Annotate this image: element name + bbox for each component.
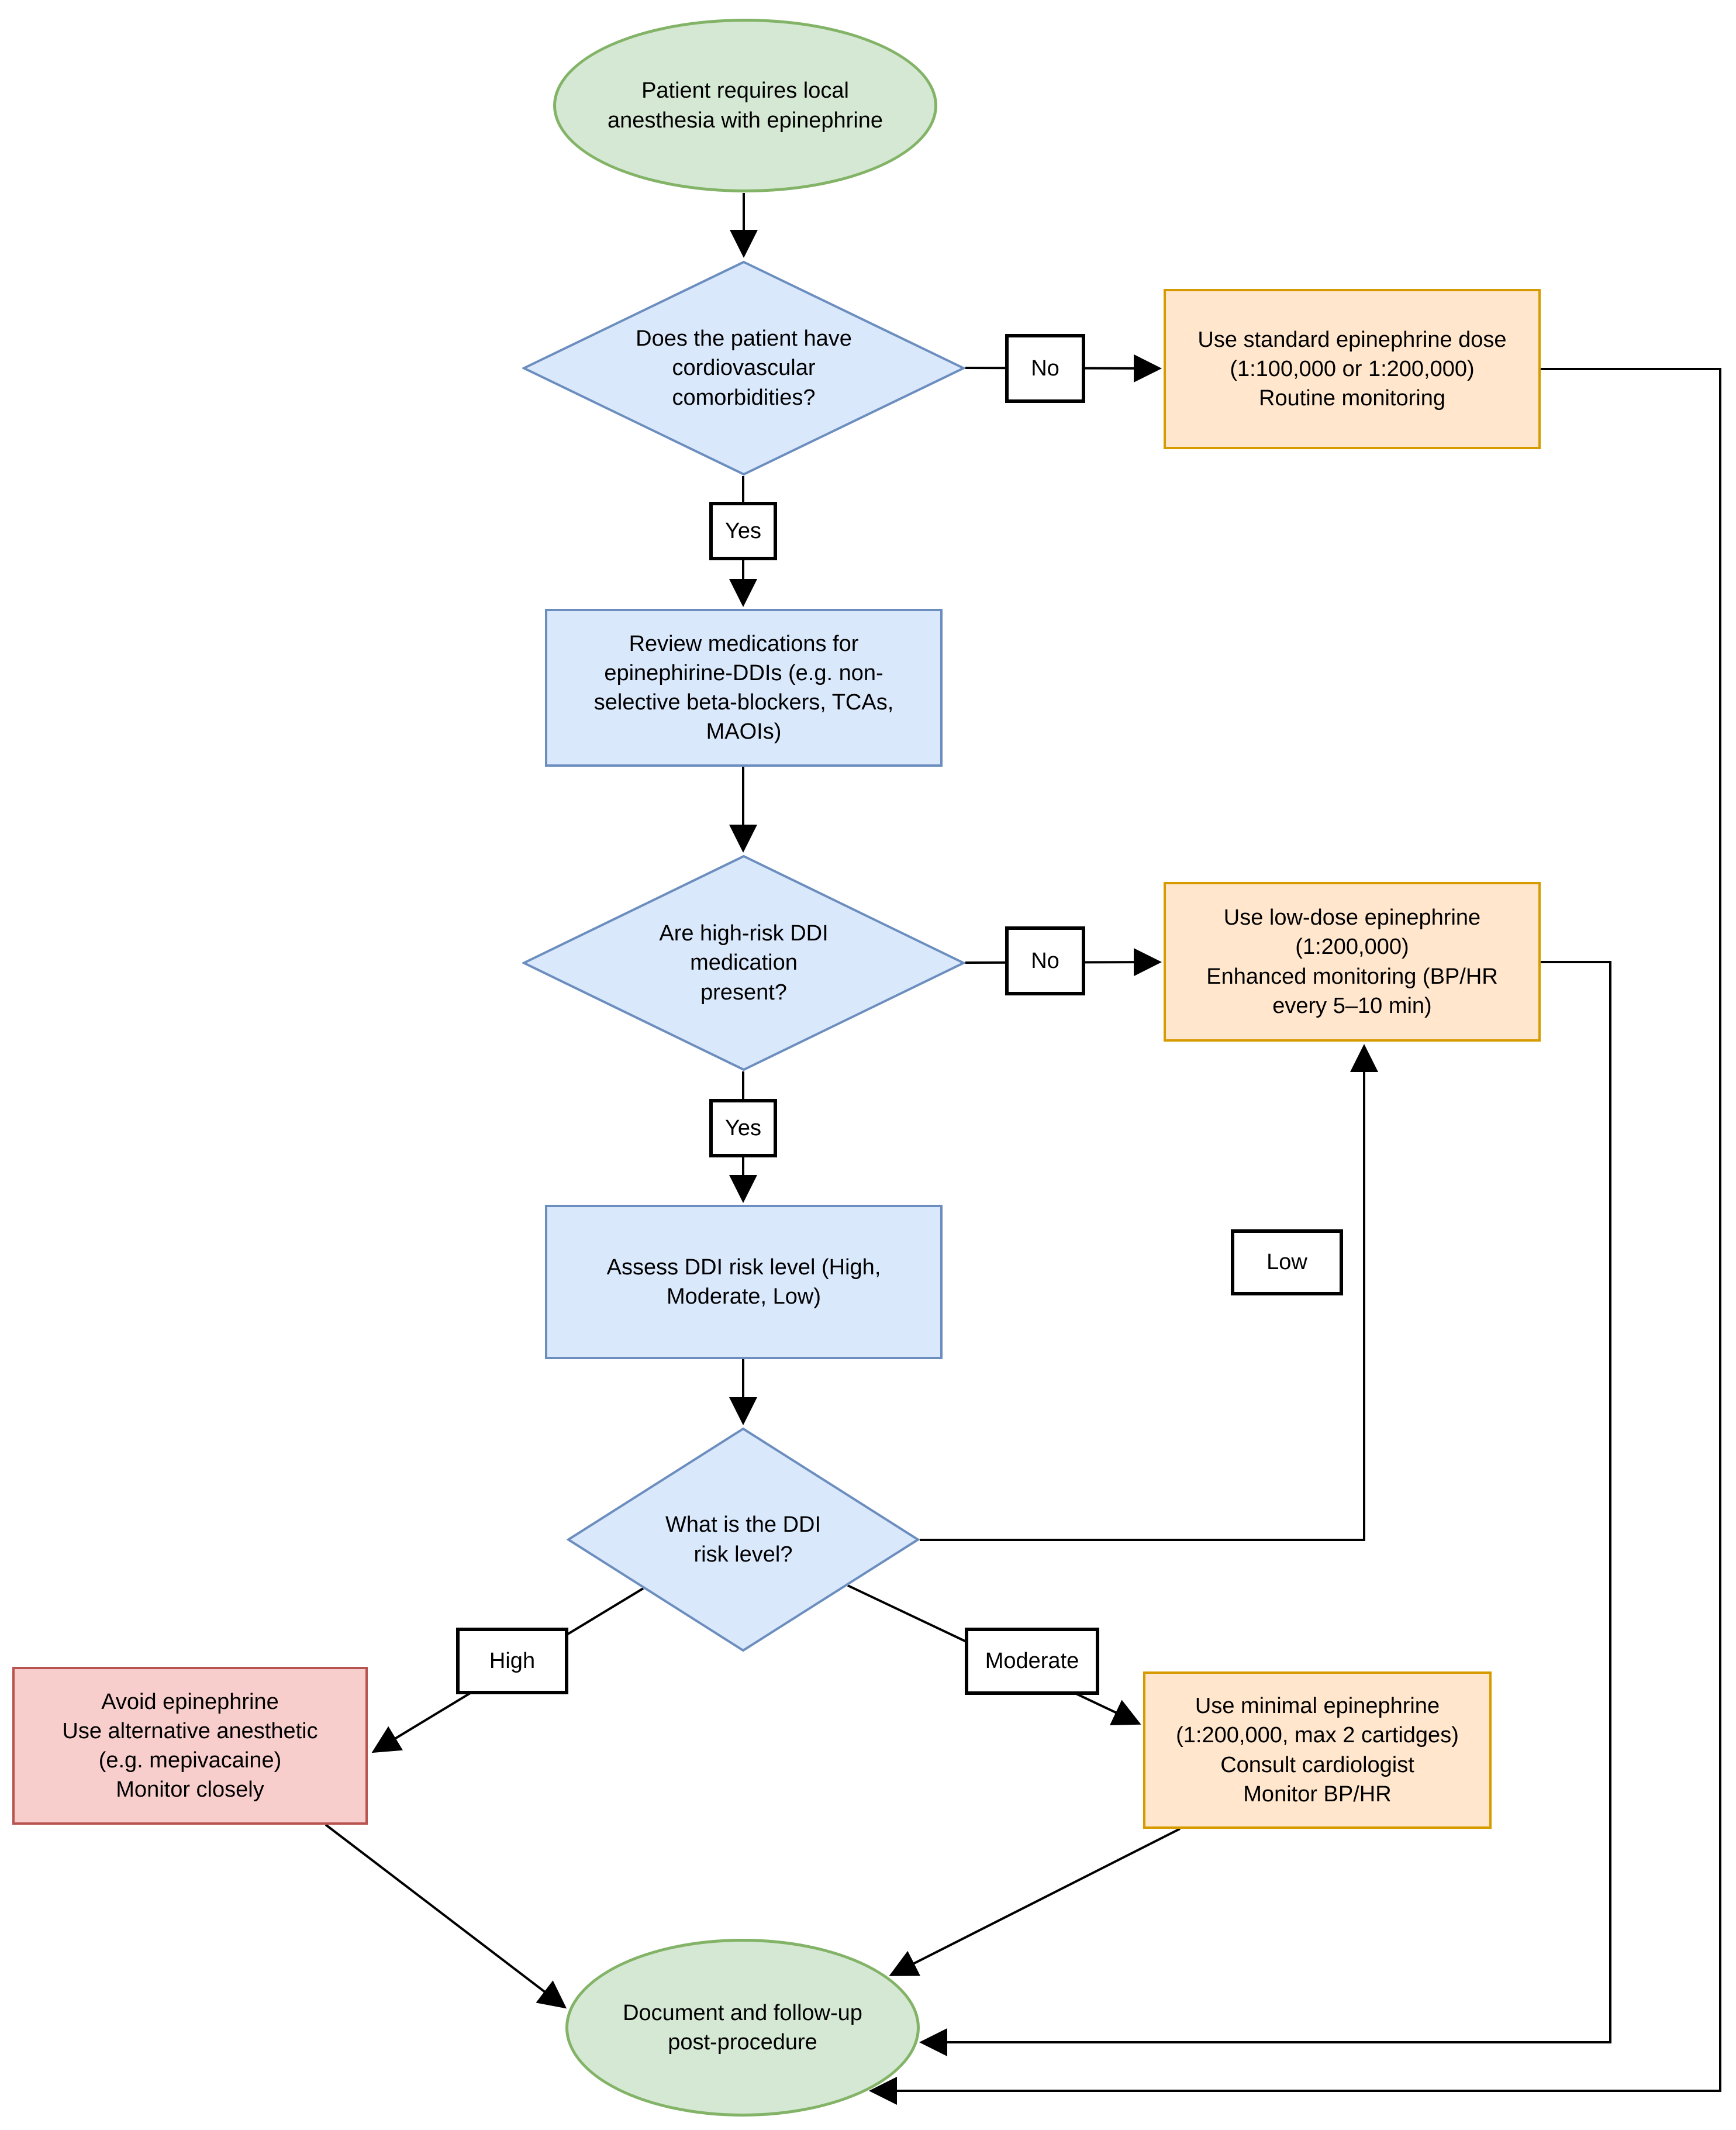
node-risk-level-decision-label: What is the DDI risk level? <box>665 1512 822 1567</box>
edge-label-no-1: No <box>1005 334 1085 403</box>
edge-lowdose-to-end <box>919 961 1611 2056</box>
node-assess-risk-label: Assess DDI risk level (High, Moderate, L… <box>606 1254 881 1309</box>
edge-standard-to-end <box>869 368 1721 2105</box>
node-standard-dose: Use standard epinephrine dose (1:100,000… <box>1164 289 1541 449</box>
node-risk-level-decision: What is the DDI risk level? <box>567 1427 920 1652</box>
edge-label-moderate: Moderate <box>965 1628 1099 1695</box>
edge-avoid-to-end <box>325 1824 567 2009</box>
edge-label-yes-1: Yes <box>709 502 777 560</box>
edge-label-yes-2: Yes <box>709 1099 777 1157</box>
node-ddi-present-decision-label: Are high-risk DDI medication present? <box>659 921 829 1005</box>
edge-label-high: High <box>456 1628 568 1694</box>
edge-risklevel-low-to-lowdose <box>920 1044 1378 1541</box>
edge-minimal-to-end <box>889 1828 1181 1976</box>
edge-label-low: Low <box>1231 1229 1343 1295</box>
node-low-dose-label: Use low-dose epinephrine (1:200,000) Enh… <box>1206 905 1498 1018</box>
node-avoid-epinephrine-label: Avoid epinephrine Use alternative anesth… <box>62 1689 318 1802</box>
node-avoid-epinephrine: Avoid epinephrine Use alternative anesth… <box>12 1667 368 1825</box>
node-review-meds: Review medications for epinephirine-DDIs… <box>545 609 943 767</box>
edge-label-no-2: No <box>1005 926 1085 995</box>
node-ddi-present-decision: Are high-risk DDI medication present? <box>522 854 965 1071</box>
diamond-shape <box>567 1427 920 1652</box>
node-end-label: Document and follow-up post-procedure <box>623 2000 862 2055</box>
node-review-meds-label: Review medications for epinephirine-DDIs… <box>593 631 894 745</box>
node-minimal-dose: Use minimal epinephrine (1:200,000, max … <box>1143 1671 1492 1829</box>
node-standard-dose-label: Use standard epinephrine dose (1:100,000… <box>1197 327 1507 411</box>
node-assess-risk: Assess DDI risk level (High, Moderate, L… <box>545 1205 943 1359</box>
node-low-dose: Use low-dose epinephrine (1:200,000) Enh… <box>1164 882 1541 1042</box>
node-cardio-decision: Does the patient have cordiovascular com… <box>522 260 965 476</box>
node-end: Document and follow-up post-procedure <box>565 1939 920 2117</box>
node-cardio-decision-label: Does the patient have cordiovascular com… <box>636 326 852 410</box>
diamond-shape <box>522 854 965 1071</box>
diamond-shape <box>522 260 965 476</box>
node-start-label: Patient requires local anesthesia with e… <box>607 78 883 133</box>
node-minimal-dose-label: Use minimal epinephrine (1:200,000, max … <box>1176 1694 1459 1807</box>
node-start: Patient requires local anesthesia with e… <box>553 19 937 192</box>
